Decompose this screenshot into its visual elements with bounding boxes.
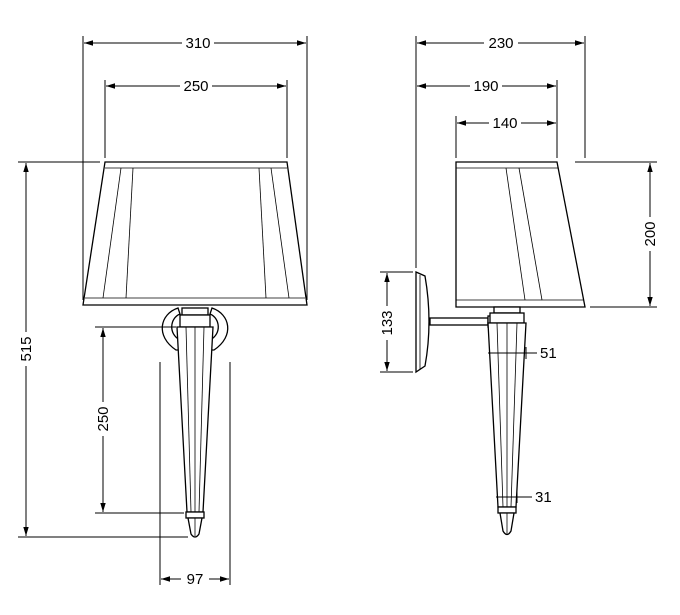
dimension-body-width: 97 [161,571,229,588]
front-arm-bracket [161,307,229,351]
front-lamp-shade [82,161,308,306]
dimension-overall-depth: 230 [417,35,584,52]
side-extension-lines [380,36,657,373]
dimension-shade-top-width: 250 [106,78,286,95]
dimension-shade-height: 200 [642,163,659,306]
label-310: 310 [185,35,210,52]
label-97: 97 [187,571,204,588]
dimension-overall-height: 515 [18,163,35,536]
side-wall-backplate [415,270,430,374]
side-lamp-shade [455,161,586,308]
label-51: 51 [540,345,557,362]
front-view: 310 250 515 250 97 [18,35,308,588]
label-200: 200 [642,221,659,246]
dimension-body-top-diameter: 51 [488,345,557,362]
label-230: 230 [488,35,513,52]
side-arm [429,315,495,328]
label-250-top: 250 [183,78,208,95]
dimension-backplate-height: 133 [379,273,396,371]
label-250-body: 250 [95,406,112,431]
label-133: 133 [379,310,396,335]
label-140: 140 [492,115,517,132]
front-candle-body [176,326,214,538]
dimension-shade-bottom-width: 310 [84,35,306,52]
side-view: 230 190 140 200 133 51 [379,35,659,536]
label-515: 515 [18,336,35,361]
dimension-shade-top-depth: 140 [457,115,556,132]
dimension-body-bottom-diameter: 31 [496,489,552,506]
label-31: 31 [535,489,552,506]
dimension-body-height: 250 [95,328,112,512]
front-extension-lines [18,36,308,585]
dimension-shade-bottom-depth: 190 [417,78,556,95]
side-candle-body [487,306,527,536]
label-190: 190 [473,78,498,95]
